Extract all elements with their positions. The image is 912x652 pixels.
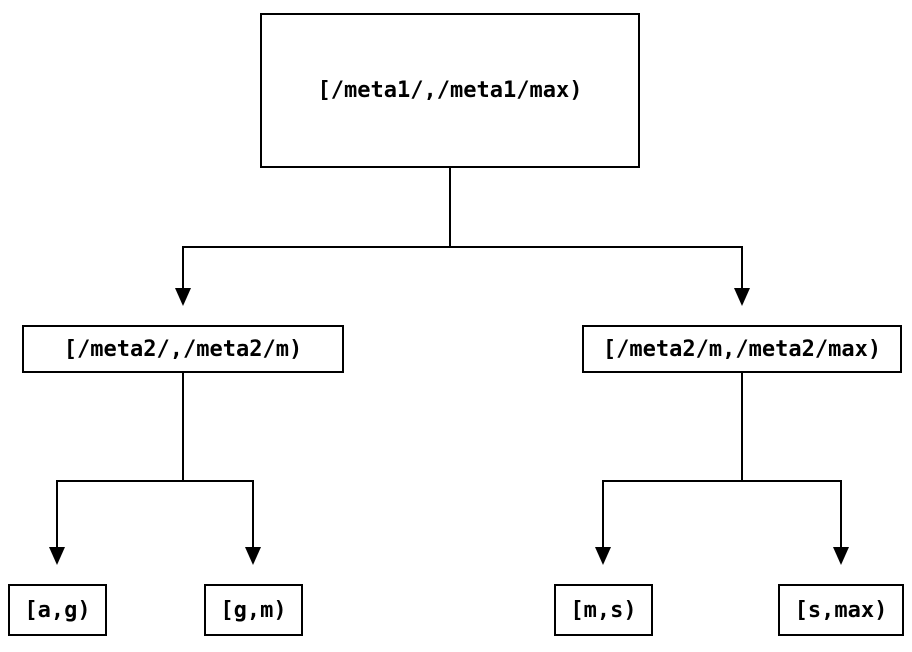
node-leaf-ms: [m,s): [554, 584, 653, 636]
edge-root-to-left: [182, 168, 451, 289]
node-left-range: [/meta2/,/meta2/m): [22, 325, 344, 373]
node-left-range-label: [/meta2/,/meta2/m): [63, 336, 303, 362]
edge-right-to-leaf3: [602, 373, 743, 548]
node-right-range-label: [/meta2/m,/meta2/max): [602, 336, 882, 362]
arrowhead-to-leaf3: [595, 547, 611, 565]
node-root-label: [/meta1/,/meta1/max): [317, 78, 583, 103]
node-leaf-gm-label: [g,m): [220, 597, 287, 623]
node-leaf-gm: [g,m): [204, 584, 303, 636]
arrowhead-to-right: [734, 288, 750, 306]
node-leaf-ag: [a,g): [8, 584, 107, 636]
arrowhead-to-leaf4: [833, 547, 849, 565]
edge-left-to-leaf1: [56, 373, 184, 548]
node-leaf-smax-label: [s,max): [794, 597, 888, 623]
node-leaf-ag-label: [a,g): [24, 597, 91, 623]
node-leaf-smax: [s,max): [778, 584, 904, 636]
node-right-range: [/meta2/m,/meta2/max): [582, 325, 902, 373]
node-root: [/meta1/,/meta1/max): [260, 13, 640, 168]
arrowhead-to-leaf1: [49, 547, 65, 565]
arrowhead-to-left: [175, 288, 191, 306]
edge-root-to-right: [449, 168, 743, 289]
node-leaf-ms-label: [m,s): [570, 597, 637, 623]
edge-right-to-leaf4: [741, 373, 842, 548]
arrowhead-to-leaf2: [245, 547, 261, 565]
edge-left-to-leaf2: [182, 373, 254, 548]
